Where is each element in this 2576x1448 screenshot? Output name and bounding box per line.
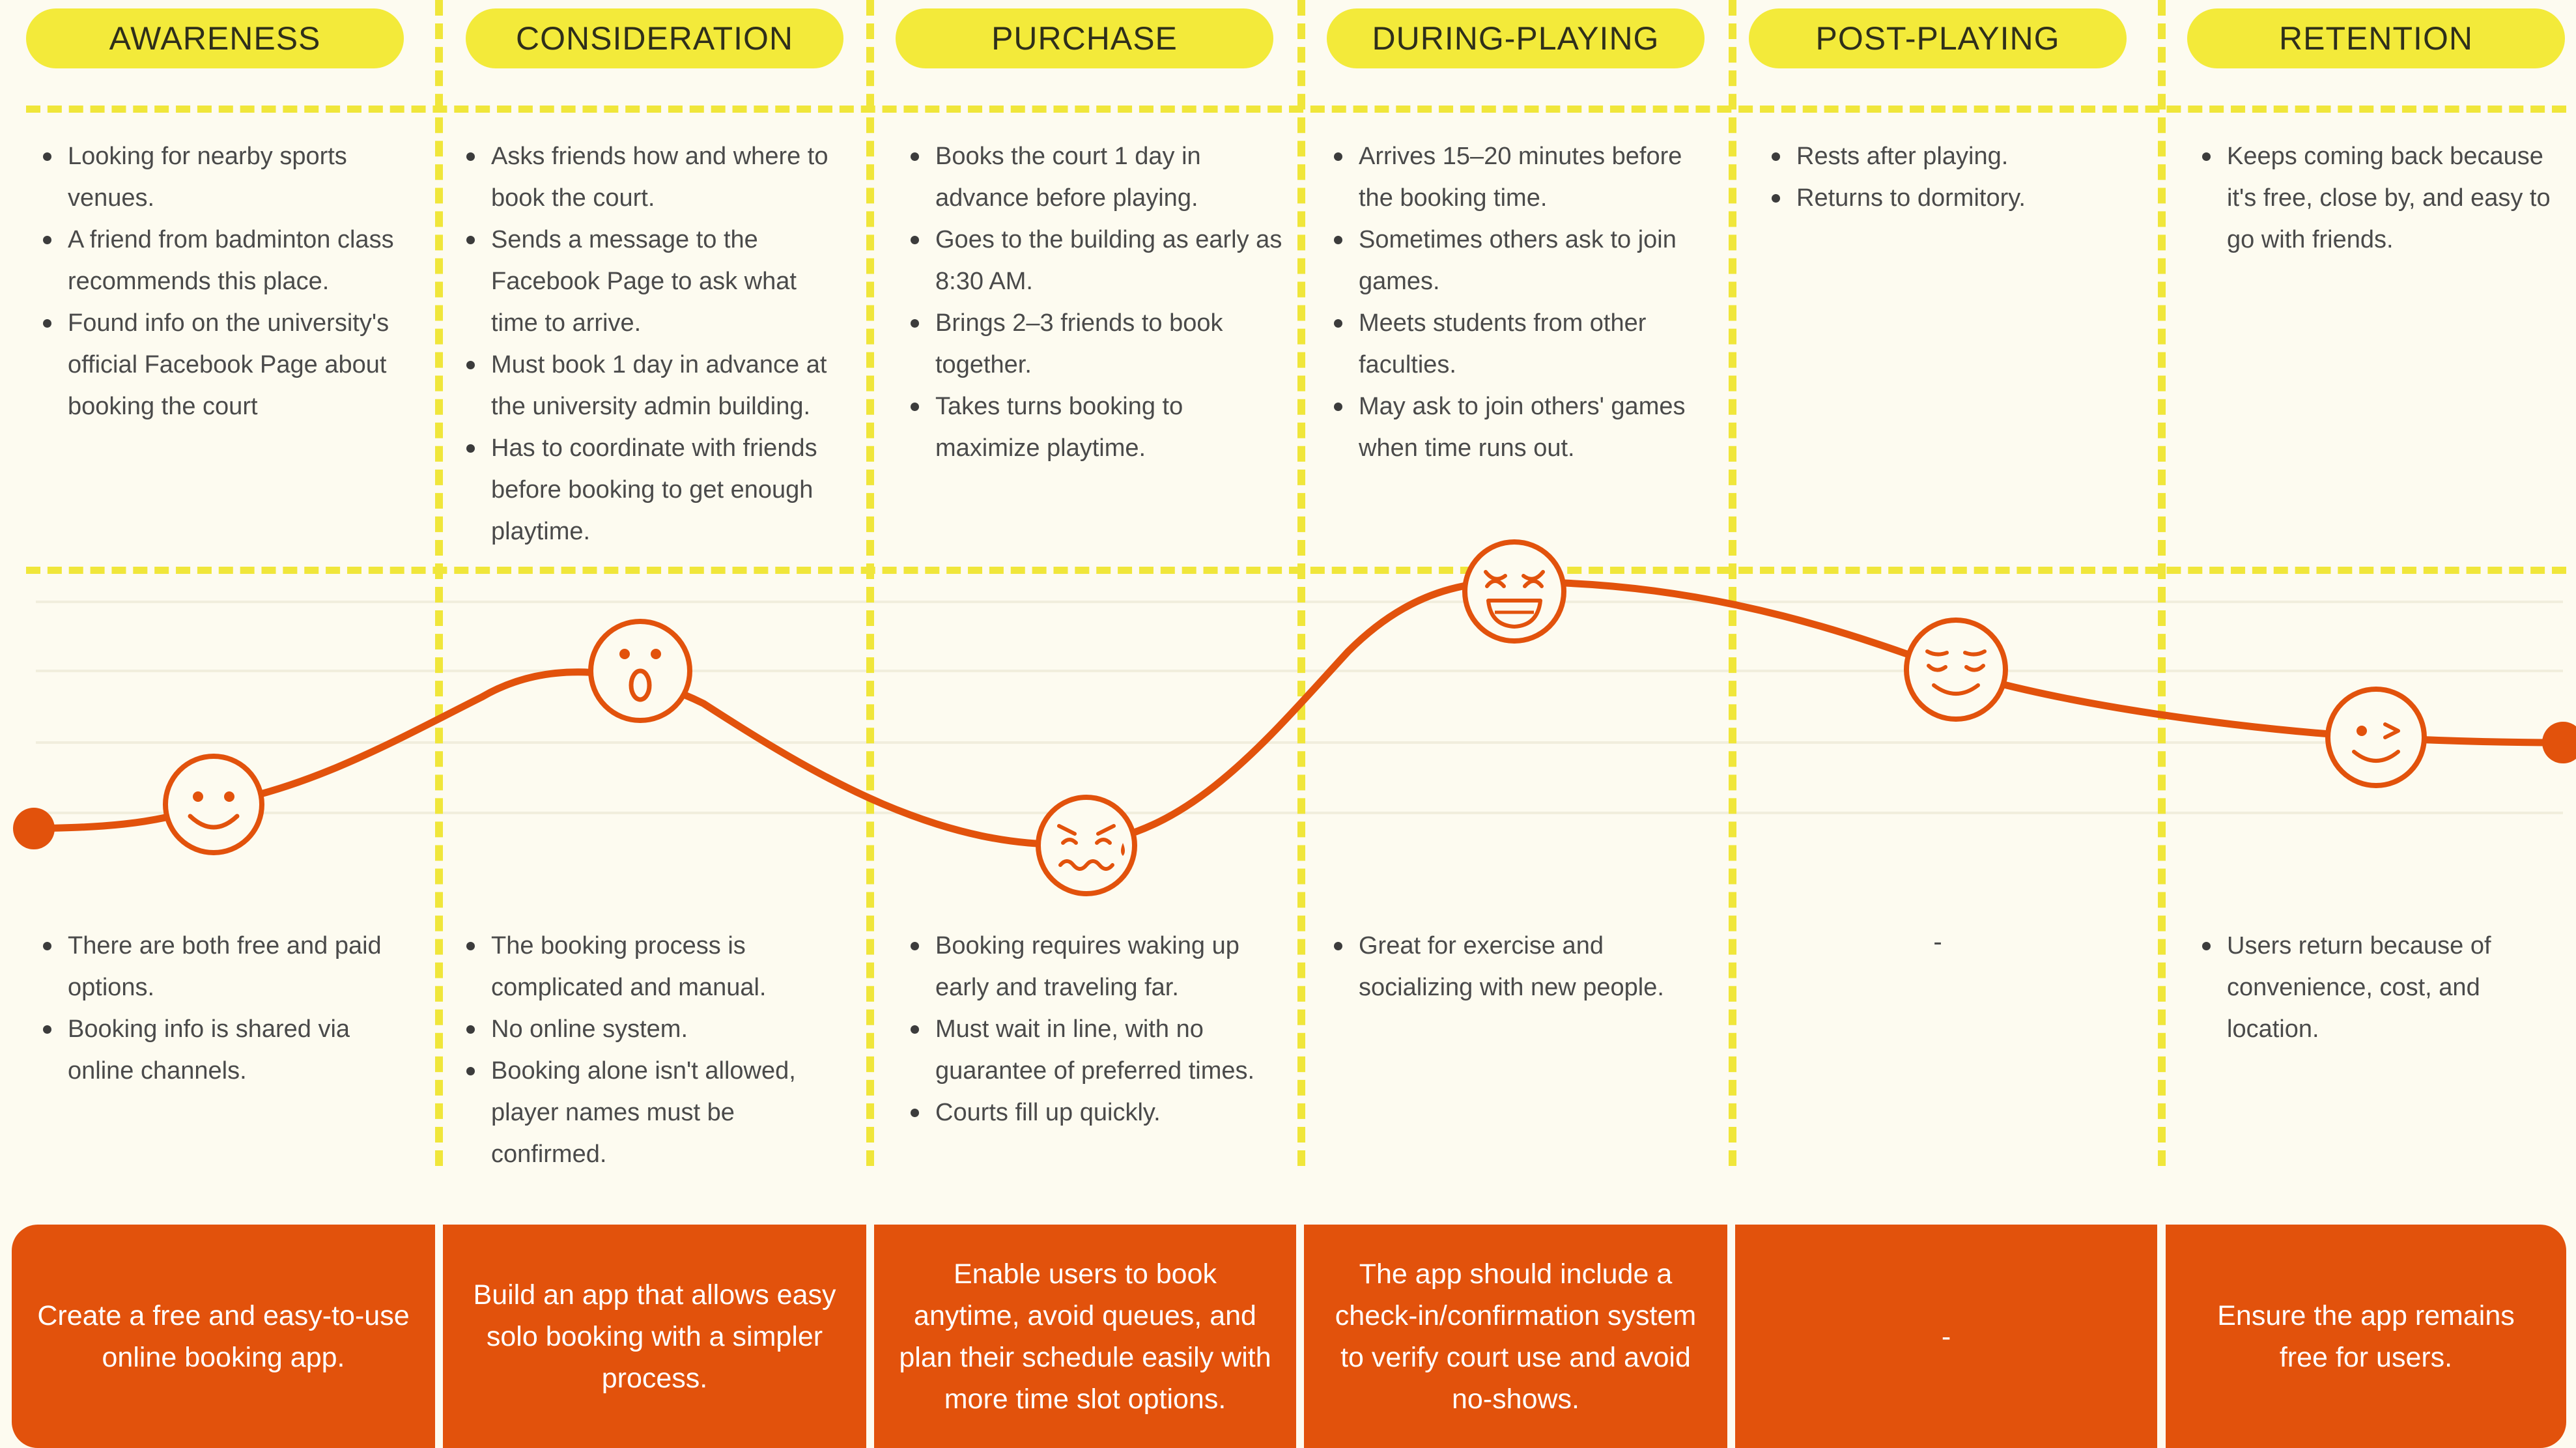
list-item: Brings 2–3 friends to book together.: [908, 302, 1282, 386]
list-item: Rests after playing.: [1769, 135, 2147, 177]
worried-face-icon: [1036, 795, 1137, 896]
winking-face-icon: [2325, 687, 2427, 788]
list-item: Books the court 1 day in advance before …: [908, 135, 1282, 219]
pain-points-list-consideration: The booking process is complicated and m…: [464, 925, 842, 1175]
laughing-face-icon: [1462, 539, 1566, 644]
list-item: Booking info is shared via online channe…: [40, 1008, 418, 1092]
stage-header-post-playing: POST-PLAYING: [1749, 8, 2127, 68]
column-divider: [2158, 0, 2166, 1166]
stage-header-retention: RETENTION: [2187, 8, 2565, 68]
list-item: Goes to the building as early as 8:30 AM…: [908, 219, 1282, 302]
actions-list-awareness: Looking for nearby sports venues. A frie…: [40, 135, 418, 427]
emotion-curve-line: [30, 577, 2567, 848]
pain-points-list-during-playing: Great for exercise and socializing with …: [1331, 925, 1709, 1008]
list-item: There are both free and paid options.: [40, 925, 418, 1008]
column-divider: [1729, 0, 1736, 1166]
column-divider: [435, 0, 443, 1166]
surprised-face-icon: [588, 619, 692, 723]
list-item: Found info on the university's official …: [40, 302, 418, 427]
list-item: Must wait in line, with no guarantee of …: [908, 1008, 1282, 1092]
list-item: Must book 1 day in advance at the univer…: [464, 344, 842, 427]
list-item: Has to coordinate with friends before bo…: [464, 427, 842, 552]
actions-list-retention: Keeps coming back because it's free, clo…: [2200, 135, 2571, 261]
list-item: Sends a message to the Facebook Page to …: [464, 219, 842, 344]
actions-list-post-playing: Rests after playing. Returns to dormitor…: [1769, 135, 2147, 219]
actions-list-purchase: Books the court 1 day in advance before …: [908, 135, 1282, 469]
list-item: Booking alone isn't allowed, player name…: [464, 1050, 842, 1175]
list-item: Keeps coming back because it's free, clo…: [2200, 135, 2571, 261]
stage-header-during-playing: DURING-PLAYING: [1327, 8, 1705, 68]
list-item: May ask to join others' games when time …: [1331, 386, 1709, 469]
stage-header-purchase: PURCHASE: [896, 8, 1273, 68]
opportunity-box-consideration: Build an app that allows easy solo booki…: [443, 1225, 866, 1448]
pain-points-list-awareness: There are both free and paid options. Bo…: [40, 925, 418, 1092]
curve-end-dot: [2542, 722, 2576, 763]
content-face-icon: [1904, 618, 2008, 722]
list-item: Users return because of convenience, cos…: [2200, 925, 2571, 1050]
actions-top-divider: [26, 106, 2566, 113]
column-divider: [1297, 0, 1305, 1166]
list-item: Returns to dormitory.: [1769, 177, 2147, 219]
opportunity-box-post-playing: -: [1735, 1225, 2157, 1448]
opportunity-box-awareness: Create a free and easy-to-use online boo…: [12, 1225, 435, 1448]
list-item: Meets students from other faculties.: [1331, 302, 1709, 386]
list-item: Booking requires waking up early and tra…: [908, 925, 1282, 1008]
list-item: Takes turns booking to maximize playtime…: [908, 386, 1282, 469]
list-item: Great for exercise and socializing with …: [1331, 925, 1709, 1008]
pain-points-list-retention: Users return because of convenience, cos…: [2200, 925, 2571, 1050]
stage-header-consideration: CONSIDERATION: [466, 8, 843, 68]
actions-bottom-divider: [26, 567, 2566, 574]
smile-face-icon: [163, 754, 264, 855]
opportunity-box-purchase: Enable users to book anytime, avoid queu…: [874, 1225, 1296, 1448]
opportunity-box-retention: Ensure the app remains free for users.: [2166, 1225, 2566, 1448]
actions-list-consideration: Asks friends how and where to book the c…: [464, 135, 842, 552]
column-divider: [866, 0, 874, 1166]
pain-points-list-purchase: Booking requires waking up early and tra…: [908, 925, 1282, 1133]
stage-header-awareness: AWARENESS: [26, 8, 404, 68]
list-item: Courts fill up quickly.: [908, 1092, 1282, 1133]
list-item: No online system.: [464, 1008, 842, 1050]
list-item: Arrives 15–20 minutes before the booking…: [1331, 135, 1709, 219]
curve-start-dot: [13, 808, 55, 849]
actions-list-during-playing: Arrives 15–20 minutes before the booking…: [1331, 135, 1709, 469]
pain-points-placeholder-post-playing: -: [1933, 928, 1942, 956]
opportunity-box-during-playing: The app should include a check-in/confir…: [1304, 1225, 1727, 1448]
list-item: The booking process is complicated and m…: [464, 925, 842, 1008]
list-item: Asks friends how and where to book the c…: [464, 135, 842, 219]
list-item: Sometimes others ask to join games.: [1331, 219, 1709, 302]
list-item: A friend from badminton class recommends…: [40, 219, 418, 302]
list-item: Looking for nearby sports venues.: [40, 135, 418, 219]
